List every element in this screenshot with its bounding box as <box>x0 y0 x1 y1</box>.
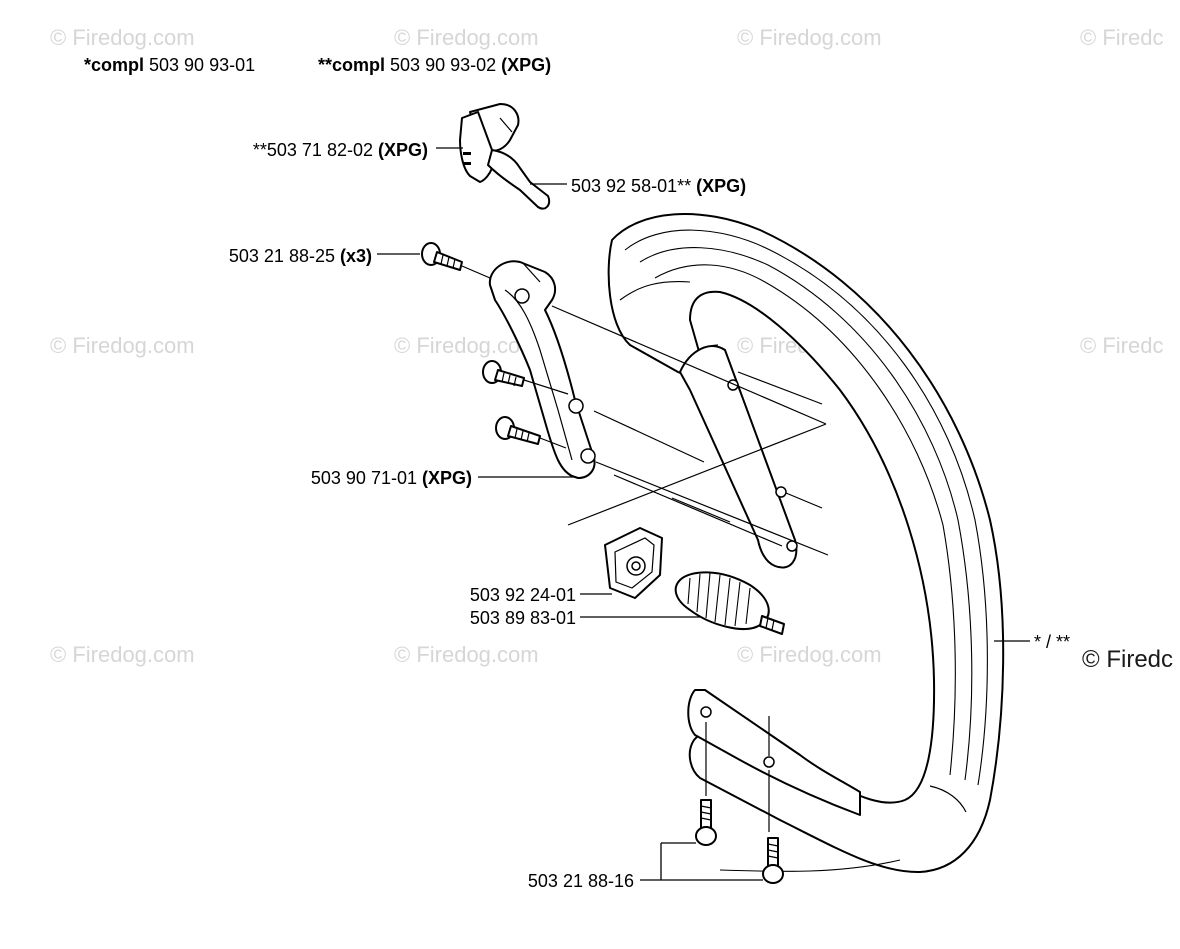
callout-503-21-88-25: 503 21 88-25 (x3) <box>229 246 372 266</box>
watermark-text: © Firedog.com <box>737 642 882 667</box>
watermark-text: © Firedc <box>1080 333 1163 358</box>
damper-holder <box>604 527 663 599</box>
watermark-text: © Firedog.com <box>394 642 539 667</box>
assembly-header-xpg: **compl 503 90 93-02 (XPG) <box>318 55 551 75</box>
compl-2-number: 503 90 93-02 <box>385 55 501 75</box>
watermark-text: © Firedog.com <box>737 25 882 50</box>
callout-503-89-83-01: 503 89 83-01 <box>470 608 576 628</box>
callout-number: 503 21 88-25 <box>229 246 340 266</box>
callout-number: 503 90 71-01 <box>311 468 422 488</box>
callout-suffix: (XPG) <box>696 176 746 196</box>
anti-vibration-spring <box>674 571 785 635</box>
callout-number: **503 71 82-02 <box>253 140 378 160</box>
assembly-header: *compl 503 90 93-01 <box>84 55 255 75</box>
screw-503-21-88-25 <box>421 242 463 271</box>
screw-503-21-88-16 <box>762 837 784 884</box>
callout-503-71-82-02: **503 71 82-02 (XPG) <box>253 140 428 160</box>
handle-lever-assembly <box>459 103 551 210</box>
compl-1-number: 503 90 93-01 <box>144 55 255 75</box>
callout-suffix: (XPG) <box>422 468 472 488</box>
leader-lines <box>377 147 1030 881</box>
screw-503-21-88-16 <box>695 799 717 846</box>
compl-2-suffix: (XPG) <box>501 55 551 75</box>
callout-503-92-58-01: 503 92 58-01** (XPG) <box>571 176 746 196</box>
watermark-text: © Firedog.com <box>50 642 195 667</box>
watermark-text: © Firedog.com <box>50 333 195 358</box>
callout-suffix: (x3) <box>340 246 372 266</box>
watermark-text: © Firedog.com <box>50 25 195 50</box>
callout-suffix: (XPG) <box>378 140 428 160</box>
compl-2-prefix: **compl <box>318 55 385 75</box>
callout-503-21-88-16: 503 21 88-16 <box>528 871 634 891</box>
screw-503-21-88-25 <box>495 416 541 445</box>
watermark-layer: © Firedog.com © Firedog.com © Firedog.co… <box>50 25 1163 667</box>
watermark-text: © Firedog.com <box>394 25 539 50</box>
callout-number: 503 92 58-01** <box>571 176 696 196</box>
screw-503-21-88-25 <box>482 360 525 387</box>
callout-503-90-71-01: 503 90 71-01 (XPG) <box>311 468 472 488</box>
front-handle-bar <box>607 213 1005 874</box>
handle-bracket <box>488 260 596 479</box>
compl-1-prefix: *compl <box>84 55 144 75</box>
callout-complete-handle: * / ** <box>1034 632 1070 652</box>
callout-503-92-24-01: 503 92 24-01 <box>470 585 576 605</box>
watermark-text-dark: © Firedc <box>1082 646 1173 673</box>
assembly-guide-lines <box>461 265 829 832</box>
watermark-text: © Firedc <box>1080 25 1163 50</box>
